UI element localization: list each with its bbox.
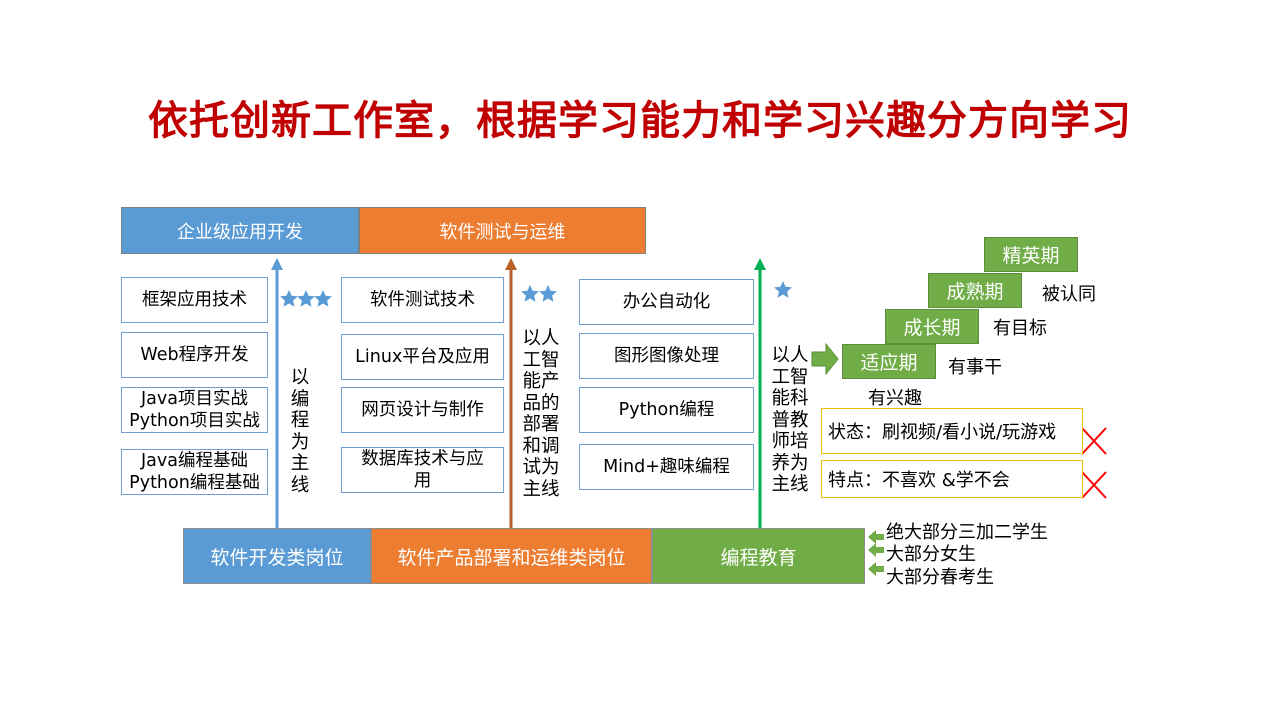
student-note: 大部分女生 — [886, 544, 976, 565]
mainline-label-ai-teacher: 以人 工智 能科 普教 师培 养为 主线 — [771, 345, 809, 495]
trait-box: 特点：不喜欢 &学不会 — [821, 460, 1083, 498]
course-box: 框架应用技术 — [121, 277, 268, 323]
header-testing-ops: 软件测试与运维 — [359, 207, 646, 254]
header-enterprise-dev: 企业级应用开发 — [121, 207, 359, 254]
cross-icon-1 — [1081, 427, 1107, 455]
course-box: 图形图像处理 — [579, 333, 754, 379]
arrow-head-icon — [505, 258, 517, 270]
job-deploy-ops: 软件产品部署和运维类岗位 — [371, 528, 652, 584]
course-box: 办公自动化 — [579, 279, 754, 325]
course-box: Java项目实战 Python项目实战 — [121, 387, 268, 433]
mainline-label-programming: 以 编 程 为 主 线 — [290, 367, 310, 496]
left-arrow-icons — [868, 530, 884, 576]
star-icon-group-1 — [774, 281, 792, 298]
star-icon-group-3 — [280, 290, 332, 307]
stage-elite: 精英期 — [984, 237, 1078, 272]
mainline-label-ai-deploy: 以人 工智 能产 品的 部署 和调 试为 主线 — [522, 328, 560, 500]
course-box: 数据库技术与应 用 — [341, 447, 504, 493]
stage-note: 有事干 — [948, 357, 1002, 378]
job-software-dev: 软件开发类岗位 — [183, 528, 371, 584]
page-title: 依托创新工作室，根据学习能力和学习兴趣分方向学习 — [148, 98, 1132, 144]
stage-growth: 成长期 — [885, 309, 979, 344]
course-box: 网页设计与制作 — [341, 387, 504, 433]
cross-icon-2 — [1081, 471, 1107, 499]
stage-mature: 成熟期 — [928, 273, 1022, 308]
stage-note-interest: 有兴趣 — [868, 388, 922, 409]
star-icon-group-2 — [521, 285, 557, 302]
arrow-head-icon — [271, 258, 283, 270]
course-box: Java编程基础 Python编程基础 — [121, 449, 268, 495]
stage-note: 被认同 — [1042, 284, 1096, 305]
course-box: Linux平台及应用 — [341, 334, 504, 380]
status-box: 状态：刷视频/看小说/玩游戏 — [821, 408, 1083, 454]
course-box: Mind+趣味编程 — [579, 444, 754, 490]
student-note: 绝大部分三加二学生 — [886, 522, 1048, 543]
stage-adapt: 适应期 — [842, 344, 936, 379]
right-arrow-icon — [811, 342, 839, 376]
course-box: 软件测试技术 — [341, 277, 504, 323]
job-programming-edu: 编程教育 — [652, 528, 865, 584]
course-box: Python编程 — [579, 387, 754, 433]
stage-note: 有目标 — [993, 318, 1047, 339]
student-note: 大部分春考生 — [886, 567, 994, 588]
course-box: Web程序开发 — [121, 332, 268, 378]
arrow-head-icon — [754, 258, 766, 270]
